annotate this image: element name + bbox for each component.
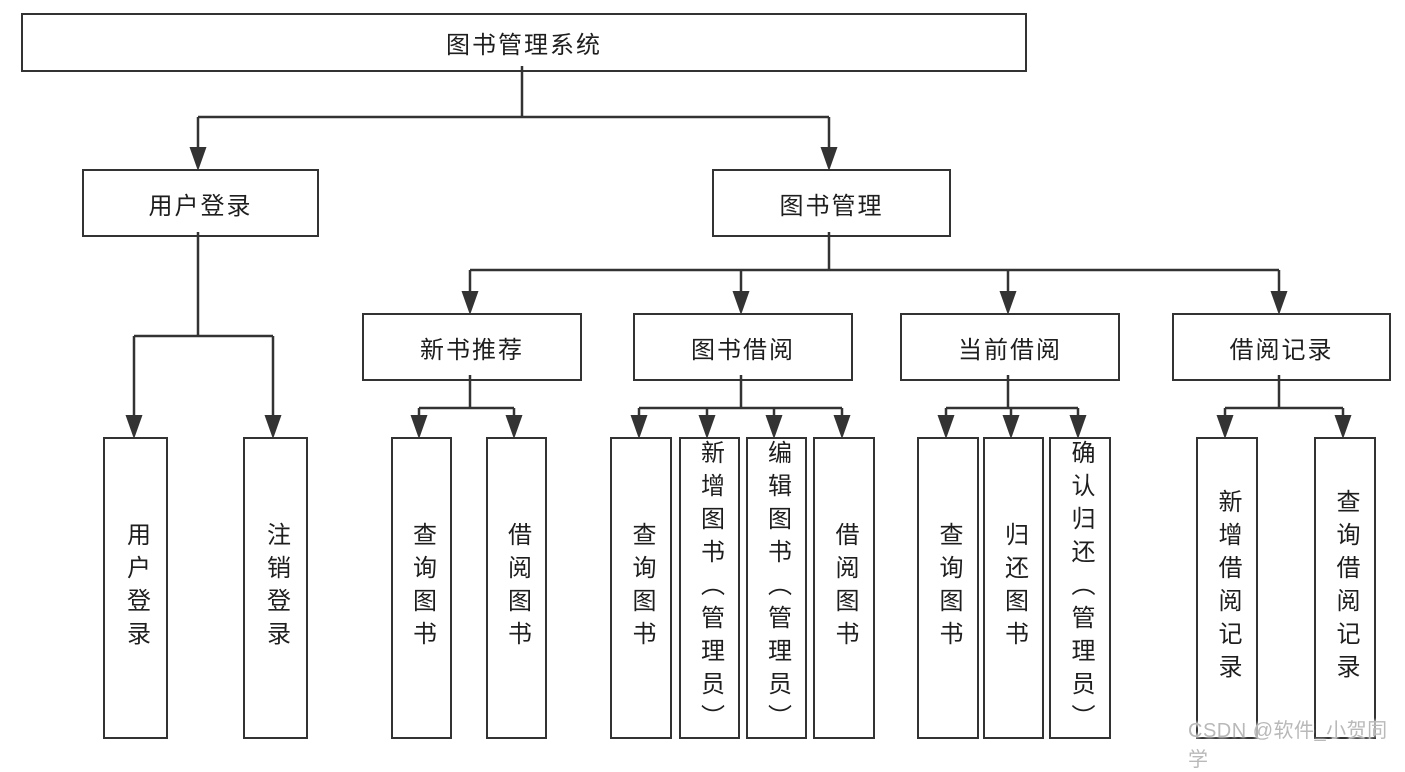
leaf-query-books-recommend: 查询图书 [391, 437, 452, 739]
diagram-canvas: 图书管理系统 用户登录 图书管理 新书推荐 图书借阅 当前借阅 借阅记录 用户登… [21, 13, 1391, 771]
leaf-user-login: 用户登录 [103, 437, 168, 739]
leaf-return-book: 归还图书 [983, 437, 1044, 739]
watermark: CSDN @软件_小贺同学 [1188, 720, 1388, 771]
leaf-query-books-current: 查询图书 [917, 437, 979, 739]
leaf-confirm-return-admin: 确认归还（管理员） [1049, 437, 1111, 739]
leaf-add-book-admin: 新增图书（管理员） [679, 437, 740, 739]
leaf-edit-book-admin: 编辑图书（管理员） [746, 437, 807, 739]
leaf-query-borrow-record: 查询借阅记录 [1314, 437, 1376, 739]
leaf-logout: 注销登录 [243, 437, 308, 739]
node-current-borrow: 当前借阅 [900, 313, 1120, 381]
connector-lines [125, 66, 1352, 439]
node-borrow-record: 借阅记录 [1172, 313, 1391, 381]
node-root-system: 图书管理系统 [21, 13, 1027, 72]
leaf-add-borrow-record: 新增借阅记录 [1196, 437, 1258, 739]
leaf-borrow-books-recommend: 借阅图书 [486, 437, 547, 739]
leaf-borrow-books-borrow: 借阅图书 [813, 437, 875, 739]
leaf-query-books-borrow: 查询图书 [610, 437, 672, 739]
node-book-borrow: 图书借阅 [633, 313, 853, 381]
node-user-login: 用户登录 [82, 169, 319, 237]
node-new-book-recommend: 新书推荐 [362, 313, 582, 381]
node-book-management: 图书管理 [712, 169, 951, 237]
arrowhead-icons [125, 147, 1352, 439]
